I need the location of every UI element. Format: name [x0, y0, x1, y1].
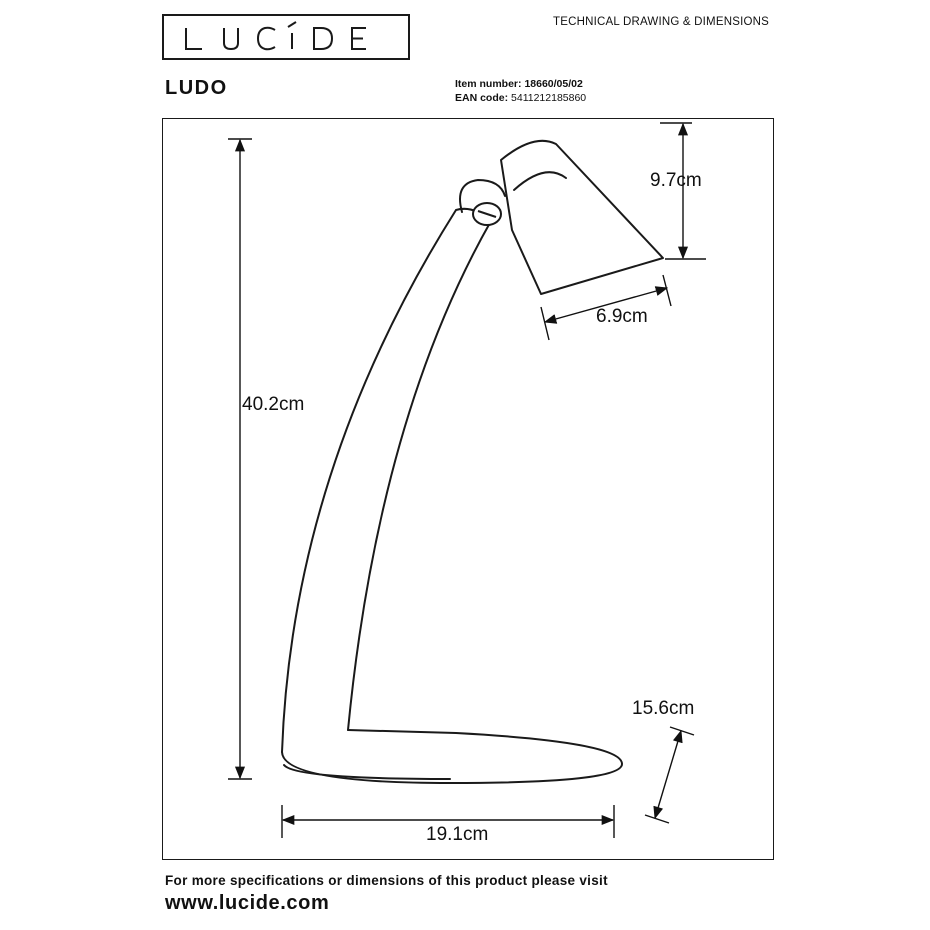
dim-base-length-line [281, 805, 615, 838]
lamp-hinge [459, 179, 506, 213]
item-number-value: 18660/05/02 [524, 78, 583, 90]
lamp-base-edge [283, 764, 451, 780]
dim-shade-height-label: 9.7cm [650, 170, 702, 191]
document-type: TECHNICAL DRAWING & DIMENSIONS [553, 16, 769, 28]
ean-row: EAN code: 5411212185860 [455, 92, 586, 104]
dim-base-width-label: 15.6cm [632, 698, 695, 719]
ean-value: 5411212185860 [511, 92, 587, 104]
dim-base-length-label: 19.1cm [426, 824, 489, 845]
website-link[interactable]: www.lucide.com [165, 892, 330, 914]
logo-letter-d [313, 27, 334, 50]
logo-letter-l [185, 28, 202, 50]
dim-height-label: 40.2cm [242, 394, 305, 415]
item-number-row: Item number: 18660/05/02 [455, 78, 583, 90]
logo-letter-c [256, 26, 276, 51]
logo-letter-u [223, 28, 239, 51]
adjust-knob-icon [472, 202, 502, 226]
lamp-shade [500, 139, 664, 295]
brand-logo [162, 14, 410, 60]
footer-text: For more specifications or dimensions of… [165, 873, 608, 888]
dim-shade-diameter-line [540, 274, 672, 341]
item-number-label: Item number: [455, 78, 522, 90]
dim-base-width-line [644, 726, 695, 824]
logo-accent [287, 21, 297, 28]
ean-label: EAN code: [455, 92, 509, 104]
dim-shade-height-line [660, 122, 706, 260]
product-name: LUDO [165, 77, 228, 99]
brand-logo-mark [185, 21, 366, 51]
lamp-shade-seam [513, 171, 567, 191]
logo-letter-e [351, 27, 366, 50]
dim-height-line [228, 138, 252, 780]
lamp-arm [281, 207, 492, 753]
drawing-frame [162, 118, 774, 860]
dim-shade-diameter-label: 6.9cm [596, 306, 648, 327]
